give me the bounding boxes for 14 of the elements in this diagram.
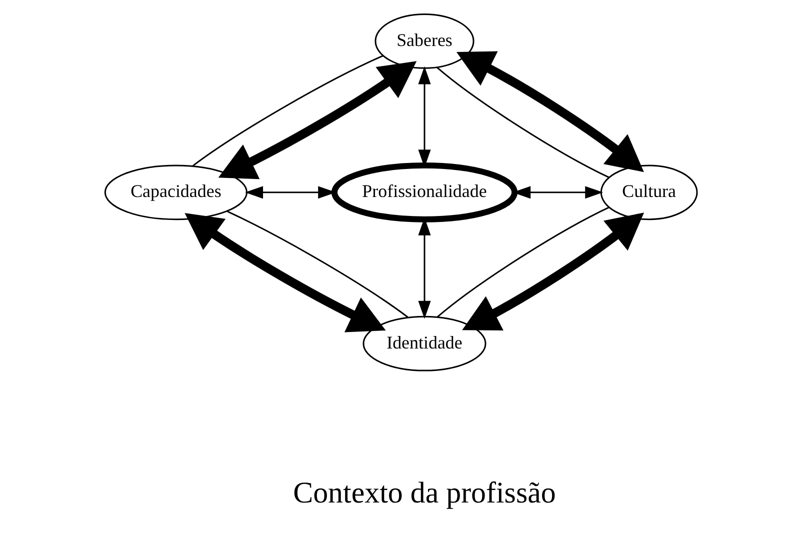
connector <box>436 206 610 318</box>
node-ellipse: Identidade <box>362 316 486 372</box>
node-ellipse: Profissionalidade <box>331 162 518 222</box>
node-ellipse: Capacidades <box>104 164 248 220</box>
node-ellipse: Cultura <box>600 164 698 220</box>
arrow <box>184 213 386 332</box>
label: Contexto da profissão <box>293 476 556 510</box>
connector <box>436 66 610 178</box>
arrow <box>456 51 644 172</box>
arrow <box>218 61 417 180</box>
connector <box>227 210 408 318</box>
arrow <box>462 212 644 330</box>
node-ellipse: Saberes <box>374 13 474 69</box>
connector <box>192 55 384 166</box>
